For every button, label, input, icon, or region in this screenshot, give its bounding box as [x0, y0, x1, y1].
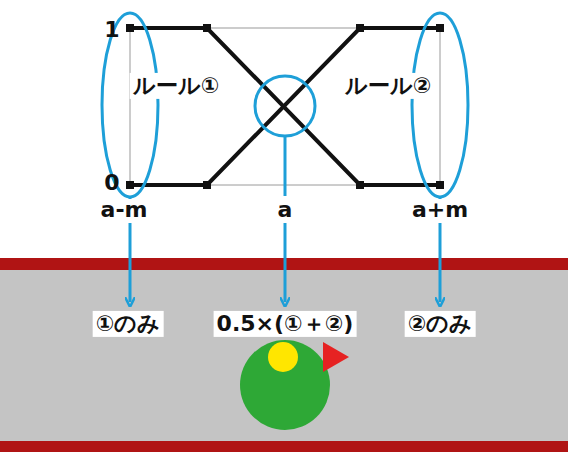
highlight-circle [255, 76, 315, 136]
axis-value: 1 [104, 18, 119, 42]
highlight-ellipse [412, 13, 468, 197]
track-edge [0, 441, 568, 452]
axis-value: 0 [104, 171, 119, 195]
highlight-ellipse [102, 13, 158, 197]
axis-point: a+m [412, 198, 468, 222]
robot-sensor [268, 342, 298, 372]
pointer-arrows [130, 136, 440, 302]
output-label: ①のみ [93, 311, 164, 337]
axis-point: a-m [101, 198, 148, 222]
output-label: ②のみ [405, 311, 476, 337]
rule-label: ルール① [130, 73, 223, 99]
robot-body [240, 340, 330, 430]
axis-point: a [278, 198, 293, 222]
rule-label: ルール② [342, 73, 435, 99]
robot-heading [323, 342, 349, 372]
output-label: 0.5×(①＋②) [214, 311, 357, 337]
